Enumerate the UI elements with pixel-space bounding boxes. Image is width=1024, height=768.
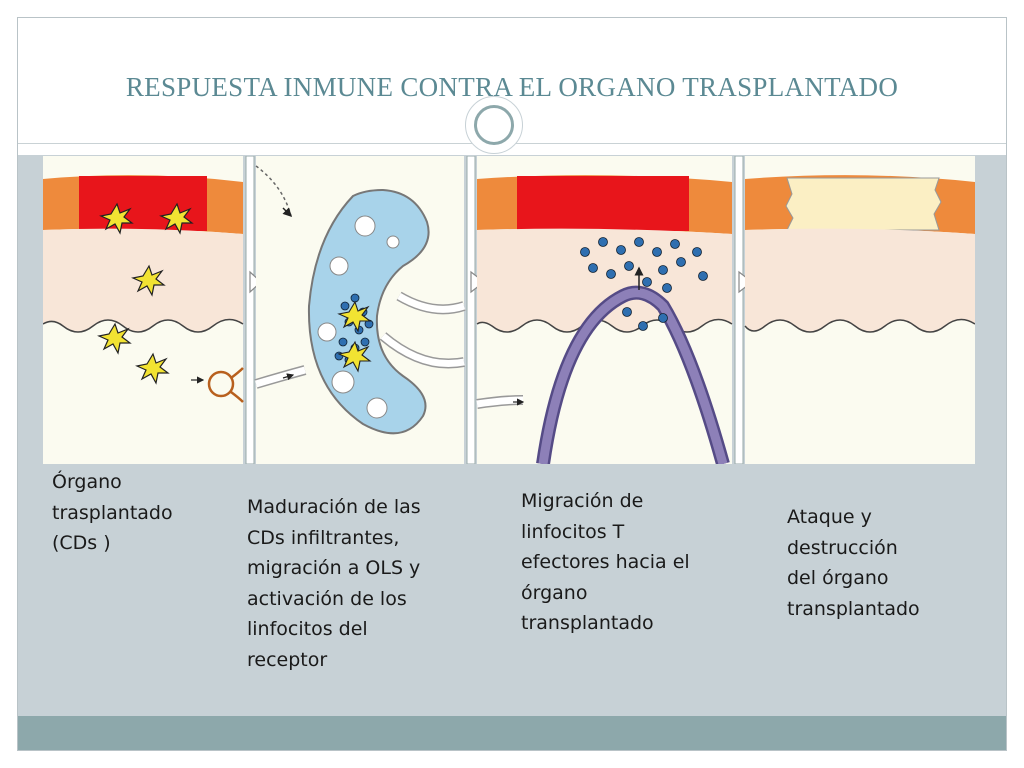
dendritic-cell-icon: [97, 202, 194, 385]
caption-line: Maduración de las: [247, 496, 421, 518]
circle-ornament-icon: [465, 96, 523, 154]
caption-line: receptor: [247, 648, 328, 671]
caption-graft: Órgano trasplantado (CDs ): [52, 467, 232, 559]
transplant-diagram: [43, 156, 975, 464]
caption-line: órgano: [521, 581, 588, 604]
caption-line: transplantado: [787, 597, 920, 620]
destroyed-graft: [785, 177, 942, 231]
caption-line: linfocitos T: [521, 520, 625, 543]
ornament-ring: [474, 105, 514, 145]
panel-graft: [43, 156, 244, 464]
slide-title: RESPUESTA INMUNE CONTRA EL ORGANO TRASPL…: [125, 72, 899, 102]
caption-line: Migración de: [521, 490, 644, 512]
caption-line: Órgano: [52, 471, 122, 493]
arrow-right-icon: [245, 156, 262, 464]
panel-lymph-node: [254, 156, 466, 464]
footer-bar: [18, 716, 1006, 750]
diagram-svg: [43, 156, 975, 464]
caption-line: efectores hacia el: [521, 551, 690, 573]
caption-line: (CDs ): [52, 532, 111, 554]
caption-line: CDs infiltrantes,: [247, 526, 400, 549]
panel-destruction: [744, 156, 975, 464]
caption-line: Ataque y: [787, 506, 872, 528]
caption-line: destrucción: [787, 536, 898, 559]
caption-maturation: Maduración de las CDs infiltrantes, migr…: [247, 492, 457, 675]
caption-line: migración a OLS y: [247, 557, 421, 579]
panel-migration: [476, 156, 733, 464]
caption-line: trasplantado: [52, 501, 173, 524]
lymphatic-vessel: [207, 370, 235, 398]
caption-line: del órgano: [787, 567, 889, 589]
caption-destruction: Ataque y destrucción del órgano transpla…: [787, 502, 967, 624]
caption-line: activación de los: [247, 587, 407, 610]
caption-line: transplantado: [521, 612, 654, 634]
caption-line: linfocitos del: [247, 618, 368, 640]
caption-migration: Migración de linfocitos T efectores haci…: [521, 486, 731, 639]
